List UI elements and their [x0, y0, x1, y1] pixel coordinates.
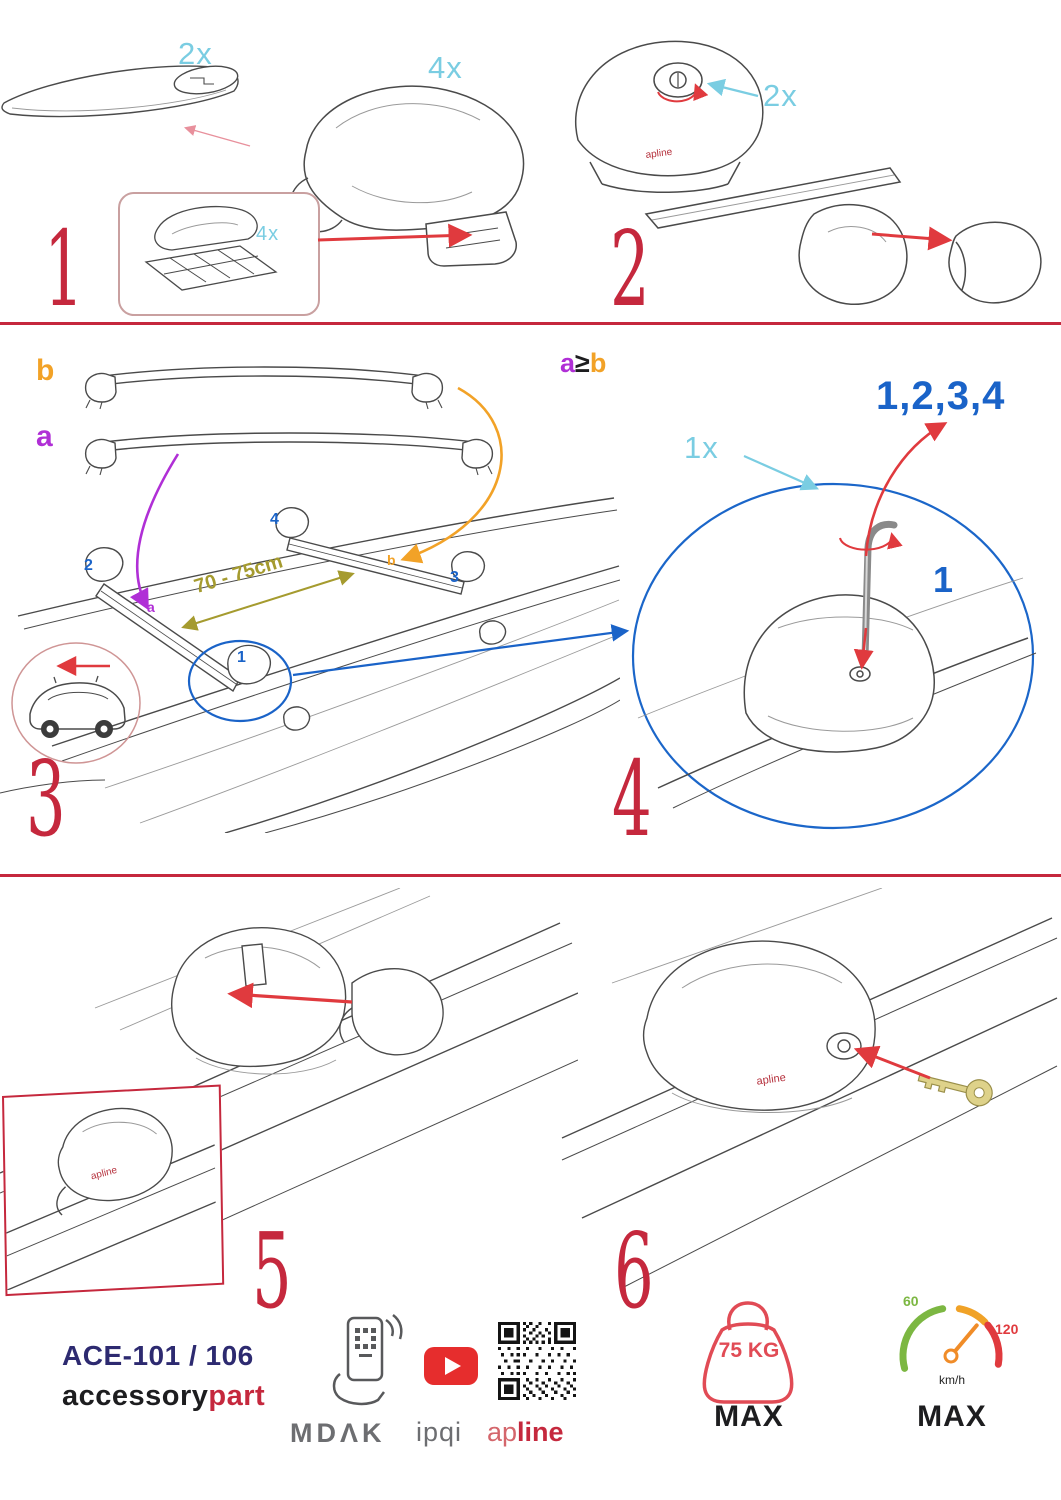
- crossbar-b-illustration: [84, 366, 444, 410]
- key-lock-illustration: apline: [561, 888, 1058, 1289]
- lock-icon: [653, 62, 703, 98]
- step-4-number: 4: [612, 738, 652, 860]
- step1-foot-qty-label: 4x: [428, 50, 463, 85]
- mdak-logo: MDΛK: [290, 1418, 386, 1448]
- step-1-number: 1: [44, 208, 84, 330]
- roof-position-4: 4: [270, 511, 279, 528]
- bar-length-rule: a≥b: [560, 350, 606, 377]
- roof-position-3: 3: [450, 569, 459, 586]
- apline-foot-logo: apline: [645, 147, 673, 161]
- step2-lock-qty-label: 2x: [763, 78, 798, 113]
- locked-foot-inset: apline: [2, 1084, 225, 1297]
- apline-ap-text: ap: [487, 1417, 518, 1447]
- section-divider-2: [0, 874, 1061, 877]
- max-weight-value: 75 KG: [718, 1339, 780, 1362]
- rule-a: a: [560, 348, 576, 378]
- brand-part-text: part: [208, 1380, 266, 1412]
- tighten-sequence-label: 1,2,3,4: [876, 374, 1006, 418]
- roof-bar-b-small-label: b: [387, 552, 396, 568]
- roof-bar-a-small-label: a: [147, 599, 155, 615]
- youtube-icon: [424, 1347, 478, 1385]
- bar-b-label: b: [36, 354, 55, 387]
- speedometer-icon: [899, 1305, 1003, 1372]
- rubber-pad-illustration: [144, 205, 278, 291]
- zoom-circle: [631, 482, 1035, 830]
- scan-qr-phone-icon: [332, 1314, 403, 1406]
- speed-unit-label: km/h: [938, 1373, 965, 1387]
- rule-operator: ≥: [575, 348, 590, 378]
- step1-endcap-qty-label: 2x: [178, 36, 213, 71]
- speed-high-label: 120: [995, 1321, 1019, 1337]
- crossbar-a-illustration: [84, 432, 494, 476]
- section-divider-1: [0, 322, 1061, 325]
- step-5-number: 5: [252, 1210, 292, 1332]
- speed-low-label: 60: [903, 1293, 919, 1309]
- step4-position-1: 1: [933, 559, 954, 600]
- step-2-number: 2: [610, 208, 650, 330]
- crossbar-endcap-illustration: [1, 65, 239, 118]
- locked-foot-illustration: apline: [6, 1107, 217, 1291]
- torque-zoom-illustration: [631, 482, 1037, 830]
- max-speed-label: MAX: [917, 1400, 987, 1433]
- ipqi-logo: ipqi: [416, 1417, 463, 1447]
- brand-accessory-text: accessory: [62, 1380, 209, 1412]
- product-model-label: ACE-101 / 106: [62, 1340, 254, 1371]
- step-3-number: 3: [26, 738, 66, 860]
- apline-line-text: line: [517, 1417, 564, 1447]
- roof-position-1: 1: [237, 649, 246, 666]
- step4-tool-qty-label: 1x: [684, 430, 719, 465]
- brand-wordmark: accessorypart: [62, 1382, 265, 1411]
- step1-pad-qty-label: 4x: [256, 223, 280, 245]
- rubber-pad-inset: [118, 192, 320, 316]
- max-weight-label: MAX: [714, 1400, 784, 1433]
- apline-logo: apline: [487, 1419, 564, 1446]
- bar-a-label: a: [36, 420, 53, 453]
- roof-position-2: 2: [84, 557, 93, 574]
- qr-code: [498, 1322, 576, 1400]
- car-direction-inset: [11, 642, 141, 764]
- apline-foot-logo: apline: [756, 1072, 787, 1088]
- press-down-arrow: [853, 627, 874, 670]
- rule-b: b: [589, 348, 607, 378]
- bar-foot-cover-illustration: [644, 167, 1042, 306]
- max-weight-icon: [702, 1301, 794, 1404]
- key-icon: [917, 1074, 993, 1107]
- step-6-number: 6: [614, 1210, 654, 1332]
- clamp-insert-illustration: [0, 888, 578, 1293]
